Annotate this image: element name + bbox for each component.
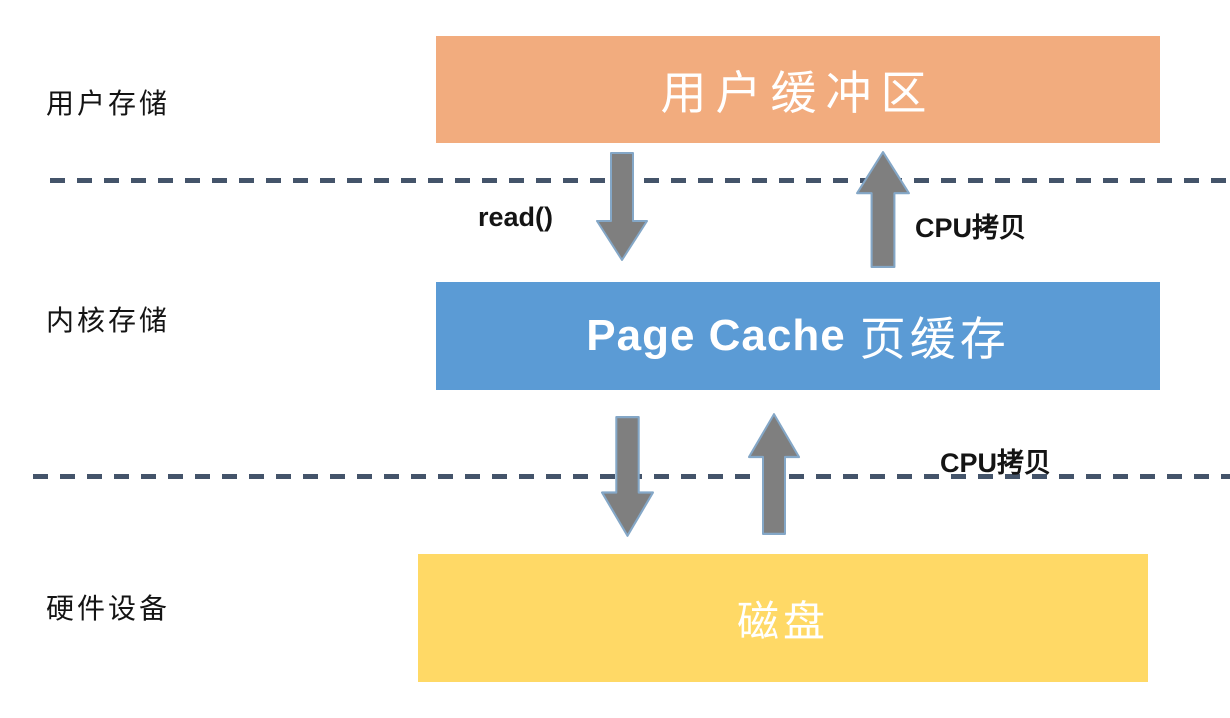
up-arrow-icon — [855, 150, 911, 268]
up-arrow-icon — [747, 412, 801, 536]
down-arrow-icon — [595, 152, 649, 262]
down-arrow-icon — [600, 416, 655, 538]
page-cache-label-en: Page Cache — [586, 311, 846, 360]
disk-label: 磁盘 — [736, 599, 829, 646]
user-buffer-label: 用户缓冲区 — [660, 67, 936, 119]
disk-box: 磁盘 — [418, 554, 1148, 682]
read-call-label: read() — [478, 202, 554, 232]
layer-label-user-storage: 用户存储 — [46, 89, 171, 120]
cpu-copy-lower-label: CPU拷贝 — [940, 448, 1052, 478]
layer-label-kernel-storage: 内核存储 — [46, 306, 171, 337]
cpu-copy-upper-label: CPU拷贝 — [915, 213, 1027, 243]
page-cache-box: Page Cache 页缓存 — [436, 282, 1160, 390]
user-buffer-box: 用户缓冲区 — [436, 36, 1160, 143]
layer-label-hardware-device: 硬件设备 — [46, 594, 171, 625]
page-cache-label-zh: 页缓存 — [859, 314, 1010, 365]
user-kernel-boundary-dashed-line — [50, 178, 1230, 183]
